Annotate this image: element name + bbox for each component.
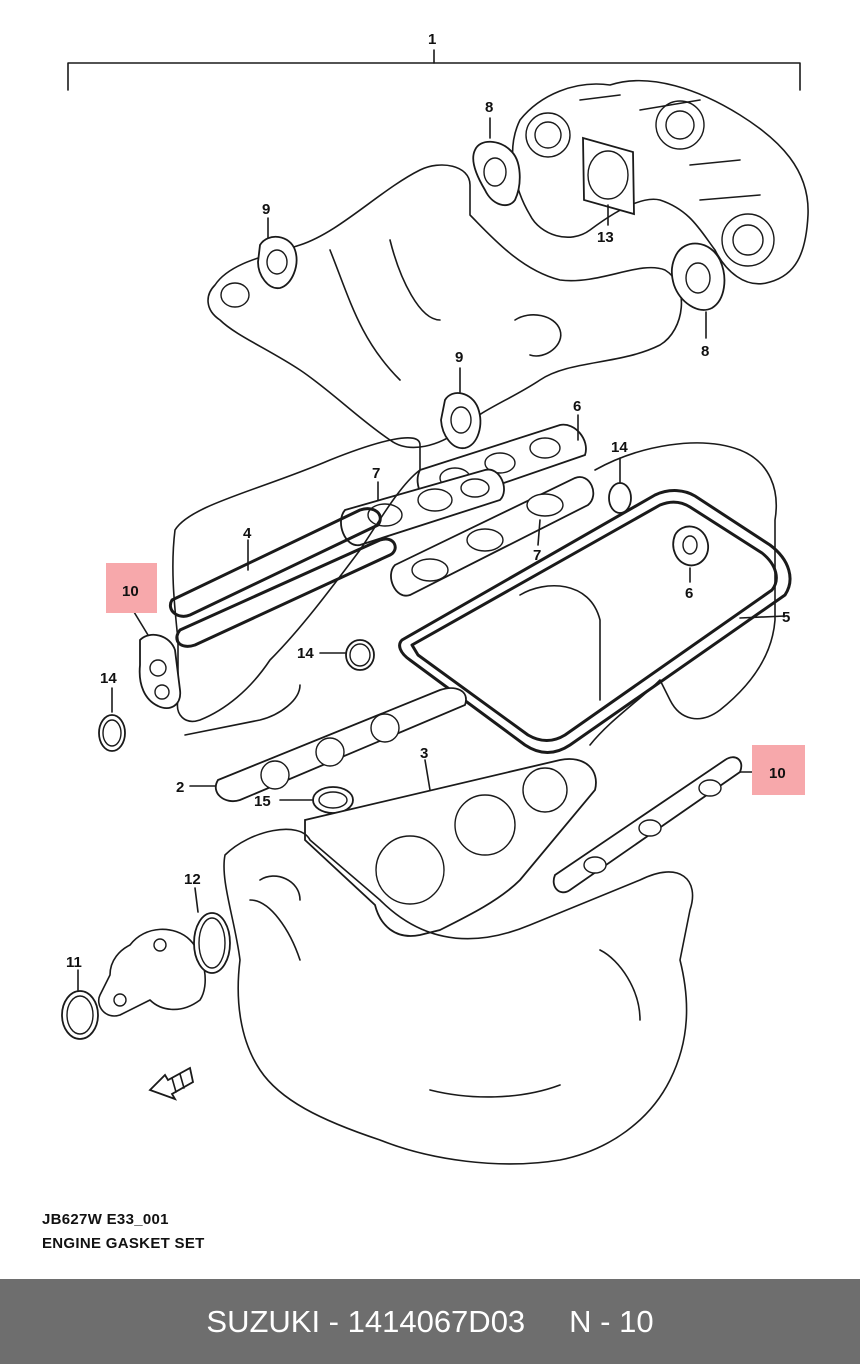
position-ref: N - 10 xyxy=(569,1303,654,1339)
water-pump xyxy=(98,928,206,1017)
manifold-gasket-9-upper xyxy=(257,217,298,289)
callout-9-upper: 9 xyxy=(262,201,270,218)
o-ring-14-c xyxy=(98,687,126,752)
diagram-code: JB627W E33_001 xyxy=(42,1211,169,1228)
callout-15: 15 xyxy=(254,793,271,810)
intake-plenum xyxy=(207,164,683,449)
exhaust-gasket-10-left xyxy=(133,611,182,710)
cylinder-head-right xyxy=(519,442,777,746)
gasket-6-small xyxy=(672,525,710,583)
o-ring-14-a xyxy=(608,457,632,514)
valve-cover-gasket-right xyxy=(398,489,792,754)
set-bracket xyxy=(67,49,801,91)
exhaust-gasket-10-right xyxy=(552,756,766,894)
cylinder-head-left xyxy=(172,437,421,736)
highlight-10-left xyxy=(106,563,157,613)
callout-3: 3 xyxy=(420,745,428,762)
valve-cover-gasket-left xyxy=(169,507,397,648)
callout-6-upper: 6 xyxy=(573,398,581,415)
callout-7-lower: 7 xyxy=(533,547,541,564)
diagram-title: ENGINE GASKET SET xyxy=(42,1235,205,1252)
engine-block xyxy=(223,828,694,1165)
callout-2: 2 xyxy=(176,779,184,796)
head-gasket-left xyxy=(189,687,467,803)
callout-8-upper: 8 xyxy=(485,99,493,116)
o-ring-15 xyxy=(279,786,354,814)
intake-manifold-upper xyxy=(511,79,809,285)
throttle-body-gasket xyxy=(582,136,635,226)
callout-14-upper: 14 xyxy=(611,439,628,456)
o-ring-14-b xyxy=(319,639,375,671)
engine-gasket-diagram: 1 2 3 4 5 6 6 7 7 8 8 9 9 10 10 11 12 13… xyxy=(61,31,809,1165)
manifold-gasket-8-upper xyxy=(472,117,521,207)
manifold-gasket-8-lower xyxy=(670,242,726,339)
callout-7-upper: 7 xyxy=(372,465,380,482)
callout-9-lower: 9 xyxy=(455,349,463,366)
callout-8-lower: 8 xyxy=(701,343,709,360)
head-gasket-right xyxy=(304,758,597,937)
callout-10-left: 10 xyxy=(122,583,139,600)
callout-11: 11 xyxy=(66,954,82,971)
part-footer: SUZUKI - 1414067D03 N - 10 xyxy=(0,1279,860,1364)
manifold-gasket-9-lower xyxy=(440,367,482,449)
callout-4: 4 xyxy=(243,525,252,542)
callout-labels: 1 2 3 4 5 6 6 7 7 8 8 9 9 10 10 11 12 13… xyxy=(66,31,790,971)
callout-13: 13 xyxy=(597,229,614,246)
callout-14-left: 14 xyxy=(100,670,117,687)
callout-5: 5 xyxy=(782,609,790,626)
part-number: SUZUKI - 1414067D03 xyxy=(206,1303,526,1339)
o-ring-12 xyxy=(193,887,231,974)
callout-6-lower: 6 xyxy=(685,585,693,602)
front-arrow-icon xyxy=(148,1066,195,1101)
callout-1: 1 xyxy=(428,31,436,48)
callout-10-right: 10 xyxy=(769,765,786,782)
highlight-10-right xyxy=(752,745,805,795)
o-ring-11 xyxy=(61,969,99,1040)
callout-12: 12 xyxy=(184,871,201,888)
intake-gasket-row-7b xyxy=(390,476,595,597)
callout-14-middle: 14 xyxy=(297,645,314,662)
